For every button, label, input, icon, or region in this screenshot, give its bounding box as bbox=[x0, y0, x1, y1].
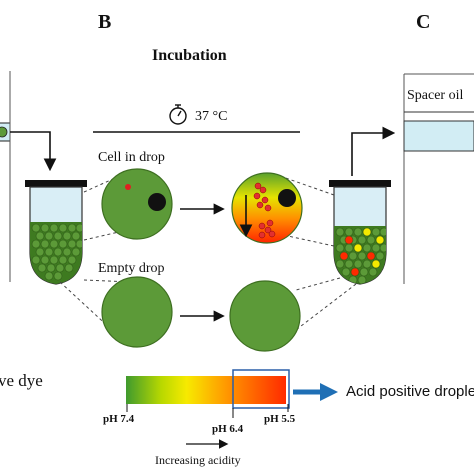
acid-positive-label: Acid positive drople bbox=[346, 383, 474, 400]
left-tube bbox=[25, 180, 87, 285]
ph-gradient-bar bbox=[126, 369, 290, 409]
drop-empty bbox=[101, 276, 173, 348]
panel-a-fragment bbox=[0, 71, 57, 282]
ph-left-label: pH 7.4 bbox=[103, 413, 135, 425]
acid-positive-arrow-head bbox=[320, 383, 338, 401]
empty-drop-label: Empty drop bbox=[98, 261, 165, 276]
spacer-oil-label: Spacer oil bbox=[407, 88, 464, 103]
increasing-acidity-label: Increasing acidity bbox=[155, 453, 241, 467]
arrow-to-panel-c bbox=[351, 126, 396, 176]
spacer-oil-box bbox=[403, 73, 474, 284]
panel-label-b: B bbox=[98, 11, 112, 33]
ph-ticks bbox=[126, 404, 289, 418]
right-tube bbox=[329, 180, 391, 285]
stopwatch-icon bbox=[169, 104, 187, 125]
ph-middle-label: pH 6.4 bbox=[212, 423, 244, 435]
cell-in-drop-label: Cell in drop bbox=[98, 150, 165, 165]
temperature-label: 37 °C bbox=[195, 109, 228, 124]
panel-label-c: C bbox=[416, 11, 431, 33]
drop-empty-after bbox=[229, 280, 301, 352]
drop-cell-in-drop bbox=[101, 168, 173, 240]
dye-label-partial: ve dye bbox=[0, 371, 43, 390]
drop-acidified bbox=[231, 172, 303, 244]
incubation-title: Incubation bbox=[152, 47, 227, 64]
left-tube-drops bbox=[30, 222, 82, 284]
right-tube-drops bbox=[334, 226, 386, 284]
ph-right-label: pH 5.5 bbox=[264, 413, 296, 425]
